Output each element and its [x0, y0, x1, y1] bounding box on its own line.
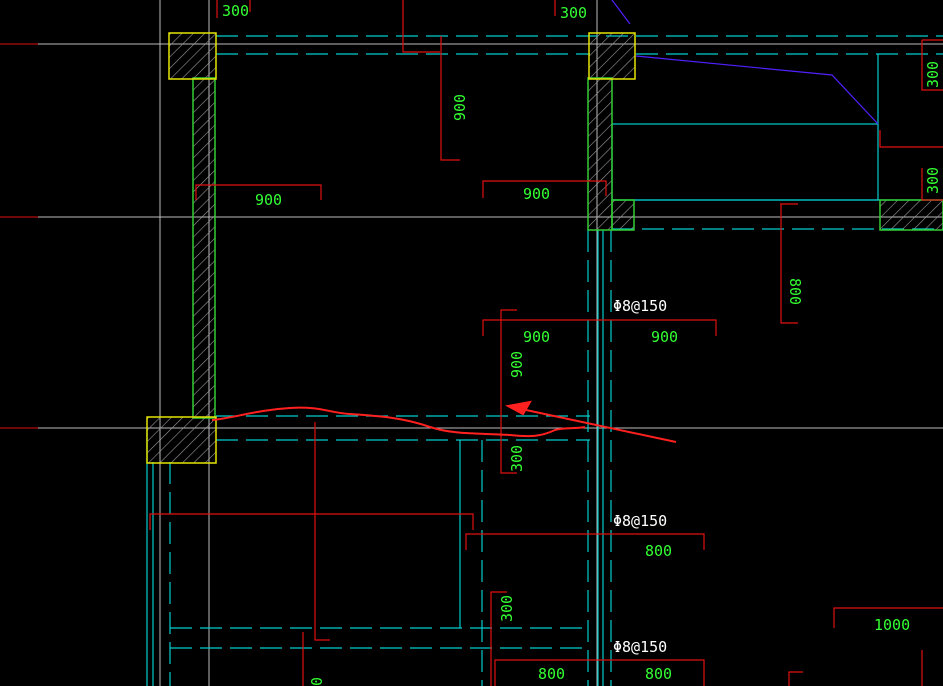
dim-bottom-800-b: 800	[645, 665, 672, 683]
columns	[146, 32, 636, 464]
walls	[192, 77, 943, 419]
dim-top-mid-300: 300	[560, 4, 587, 22]
beam-solid-lines	[146, 54, 943, 686]
dim-right-of-rebar-900: 900	[651, 328, 678, 346]
dim-top-left-300: 300	[222, 2, 249, 20]
rebar-label-lower: Φ8@150	[613, 638, 667, 656]
slope-line-top	[611, 0, 631, 25]
left-wall	[192, 77, 216, 419]
dim-center-vertical-900: 900	[508, 351, 526, 378]
dim-center-vertical-300: 300	[508, 445, 526, 472]
dim-right-mid-300: 300	[924, 167, 942, 194]
dim-mid-upper-900: 900	[523, 185, 550, 203]
dim-right-top-300: 300	[924, 61, 942, 88]
annotation-arrow-head	[504, 400, 532, 416]
dim-bottom-left-partial: 0	[308, 677, 326, 686]
slope-line	[635, 55, 879, 125]
right-wall	[587, 77, 613, 231]
review-annotation	[211, 400, 677, 443]
dim-lower-right-800: 800	[645, 542, 672, 560]
column-top-left	[168, 32, 217, 80]
rebar-label-middle: Φ8@150	[613, 512, 667, 530]
dim-bottom-800-a: 800	[538, 665, 565, 683]
dim-left-vertical-900: 900	[451, 94, 469, 121]
dim-left-900: 900	[255, 191, 282, 209]
right-wall-return	[611, 199, 635, 231]
far-right-wall	[879, 199, 943, 231]
dim-lower-vertical-300: 300	[498, 595, 516, 622]
dim-right-vertical-800: 800	[786, 278, 804, 305]
dim-center-900: 900	[523, 328, 550, 346]
column-top-right	[588, 32, 636, 80]
column-bottom-left	[146, 416, 217, 464]
dim-bottom-right-1000: 1000	[874, 616, 910, 634]
beam-outlines	[169, 35, 943, 686]
axis-stubs	[0, 43, 38, 429]
rebar-label-upper: Φ8@150	[613, 297, 667, 315]
annotation-arrow-shaft	[511, 406, 677, 443]
dimension-lines	[149, 0, 943, 686]
annotation-squiggle	[211, 406, 586, 438]
